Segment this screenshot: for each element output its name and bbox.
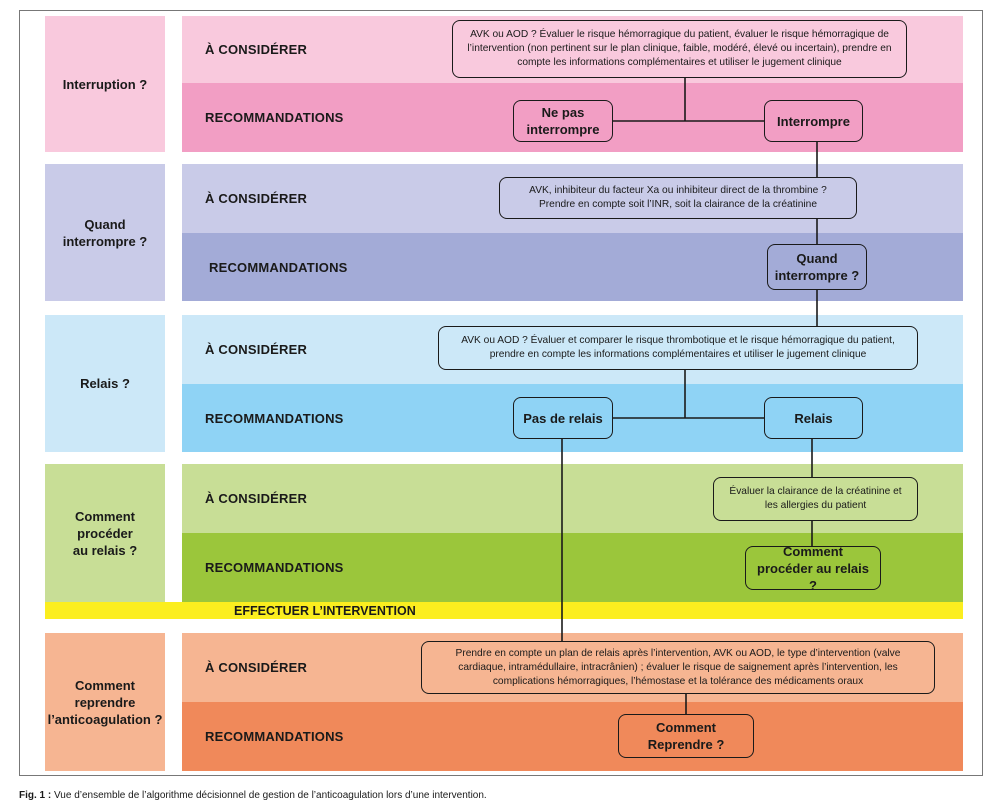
rec-interrompre: Interrompre <box>764 100 863 142</box>
section-title-interruption: Interruption ? <box>45 16 165 152</box>
consider-box-3: AVK ou AOD ? Évaluer et comparer le risq… <box>438 326 918 370</box>
consider-label-1: À CONSIDÉRER <box>205 42 308 57</box>
rec-comment-reprendre: Comment Reprendre ? <box>618 714 754 758</box>
rec-pas-de-relais: Pas de relais <box>513 397 613 439</box>
consider-label-2: À CONSIDÉRER <box>205 191 308 206</box>
consider-label-3: À CONSIDÉRER <box>205 342 308 357</box>
consider-label-5: À CONSIDÉRER <box>205 660 308 675</box>
figure-caption: Fig. 1 : Vue d’ensemble de l’algorithme … <box>19 790 487 801</box>
effectuer-intervention-label: EFFECTUER L’INTERVENTION <box>234 603 416 618</box>
band-recommend-5 <box>182 702 963 771</box>
caption-prefix: Fig. 1 : <box>19 790 52 801</box>
consider-box-2: AVK, inhibiteur du facteur Xa ou inhibit… <box>499 177 857 219</box>
effectuer-intervention-bar <box>45 602 963 619</box>
consider-box-4: Évaluer la clairance de la créatinine et… <box>713 477 918 521</box>
section-title-quand-interrompre: Quand interrompre ? <box>45 164 165 301</box>
consider-box-5: Prendre en compte un plan de relais aprè… <box>421 641 935 694</box>
section-title-relais: Relais ? <box>45 315 165 452</box>
caption-text: Vue d’ensemble de l’algorithme décisionn… <box>51 790 487 801</box>
figure-frame <box>19 10 983 776</box>
consider-box-1: AVK ou AOD ? Évaluer le risque hémorragi… <box>452 20 907 78</box>
rec-comment-proceder: Comment procéder au relais ? <box>745 544 881 593</box>
recommend-label-1: RECOMMANDATIONS <box>205 110 344 125</box>
rec-ne-pas-interrompre: Ne pas interrompre <box>513 100 613 142</box>
rec-relais: Relais <box>764 397 863 439</box>
recommend-label-3: RECOMMANDATIONS <box>205 410 344 426</box>
rec-quand-interrompre: Quand interrompre ? <box>767 244 867 290</box>
section-title-comment-proceder: Comment procéder au relais ? <box>45 464 165 602</box>
section-title-comment-reprendre: Comment reprendre l’anticoagulation ? <box>45 633 165 771</box>
recommend-label-4: RECOMMANDATIONS <box>205 560 344 575</box>
consider-label-4: À CONSIDÉRER <box>205 491 308 506</box>
recommend-label-2: RECOMMANDATIONS <box>209 259 348 275</box>
recommend-label-5: RECOMMANDATIONS <box>205 729 344 744</box>
